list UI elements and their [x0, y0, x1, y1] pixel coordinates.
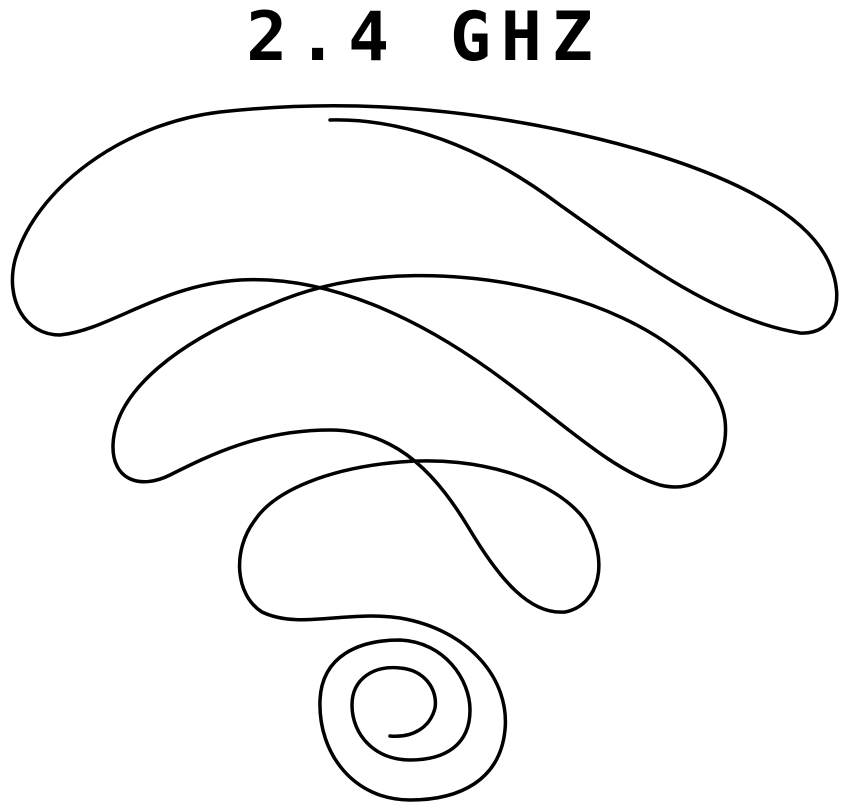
wifi-continuous-line — [10, 104, 839, 802]
page-title: 2.4 GHZ — [246, 0, 603, 77]
